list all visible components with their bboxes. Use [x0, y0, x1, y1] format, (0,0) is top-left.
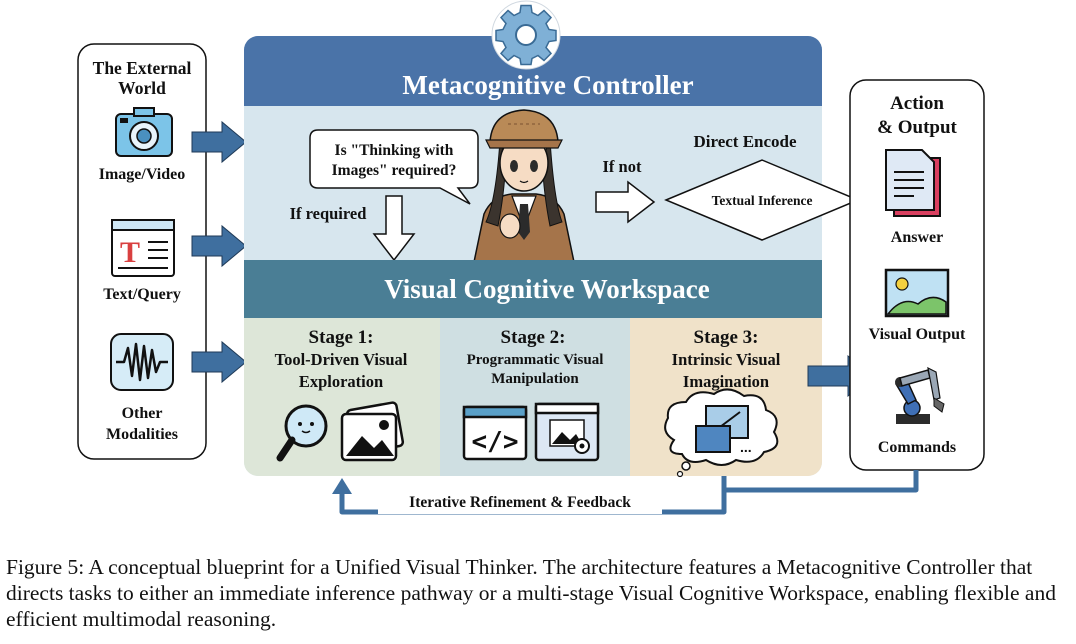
- svg-text:</>: </>: [472, 427, 519, 457]
- stage-2-title: Stage 2:: [501, 327, 566, 348]
- output-panel: Action & Output Answer Visual Output Co: [849, 79, 985, 471]
- question-line2: Images" required?: [332, 162, 457, 179]
- input-label-text-query: Text/Query: [103, 286, 181, 303]
- stage-3-line1: Intrinsic Visual: [672, 350, 781, 369]
- text-document-icon: T: [111, 219, 175, 277]
- external-world-title-2: World: [118, 78, 166, 98]
- controller-title: Metacognitive Controller: [402, 70, 693, 100]
- stage-1-line1: Tool-Driven Visual: [275, 350, 408, 369]
- robot-arm-icon: [894, 366, 945, 424]
- input-label-other: Other: [122, 405, 163, 422]
- external-world-panel: The External World Image/Video T Text/Qu…: [77, 43, 207, 460]
- if-not-label: If not: [603, 157, 642, 176]
- gear-icon: [491, 0, 561, 70]
- detective-character-icon: [473, 109, 575, 263]
- image-edit-icon: [534, 402, 600, 462]
- thought-cloud-icon: ...: [664, 388, 779, 478]
- code-window-icon: </>: [462, 405, 528, 461]
- right-arrow: [595, 180, 656, 224]
- landscape-image-icon: [884, 268, 950, 318]
- waveform-icon: [110, 333, 174, 391]
- input-label-modalities: Modalities: [106, 426, 178, 443]
- input-label-image-video: Image/Video: [99, 166, 186, 183]
- stage-2-line1: Programmatic Visual: [467, 352, 604, 368]
- external-world-title-1: The External: [93, 58, 192, 78]
- output-label-commands: Commands: [878, 439, 956, 456]
- stage-3-title: Stage 3:: [694, 327, 759, 348]
- stage-1-line2: Exploration: [299, 372, 383, 391]
- svg-text:T: T: [120, 236, 140, 269]
- stage-2-line2: Manipulation: [491, 371, 579, 387]
- output-title-2: & Output: [877, 117, 957, 138]
- stage-3-line2: Imagination: [683, 372, 769, 391]
- stage-1-title: Stage 1:: [309, 327, 374, 348]
- feedback-arrowhead: [332, 478, 352, 494]
- down-arrow: [372, 195, 416, 262]
- svg-text:...: ...: [740, 439, 752, 455]
- output-label-answer: Answer: [891, 229, 943, 246]
- if-required-label: If required: [290, 204, 367, 223]
- feedback-label: Iterative Refinement & Feedback: [409, 494, 631, 511]
- workspace-title: Visual Cognitive Workspace: [384, 274, 710, 304]
- camera-icon: [115, 107, 173, 157]
- diagram: The External World Image/Video T Text/Qu…: [77, 0, 985, 515]
- document-icon: [885, 149, 941, 217]
- textual-inference-label: Textual Inference: [712, 193, 813, 208]
- question-line1: Is "Thinking with: [335, 142, 454, 159]
- photo-stack-icon: [340, 401, 405, 462]
- output-title-1: Action: [890, 93, 944, 114]
- output-label-visual: Visual Output: [869, 326, 966, 343]
- input-arrows: [191, 120, 247, 384]
- question-bubble: Is "Thinking with Images" required?: [309, 129, 479, 205]
- direct-encode-label: Direct Encode: [693, 132, 797, 151]
- figure-caption: Figure 5: A conceptual blueprint for a U…: [6, 555, 1056, 631]
- magnifier-icon: [276, 404, 328, 462]
- central-block: Metacognitive Controller Is "Thinking wi…: [244, 0, 860, 478]
